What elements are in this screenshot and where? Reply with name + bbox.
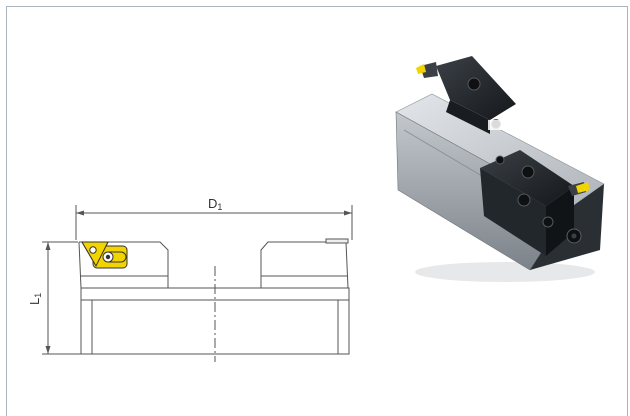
technical-drawing: [42, 205, 353, 362]
width-label: D1: [208, 196, 222, 212]
product-photo: [395, 56, 605, 282]
width-dimension: [75, 205, 353, 240]
height-label: L1: [27, 293, 43, 305]
insert-icon: [81, 241, 128, 269]
height-dimension: [42, 241, 82, 355]
